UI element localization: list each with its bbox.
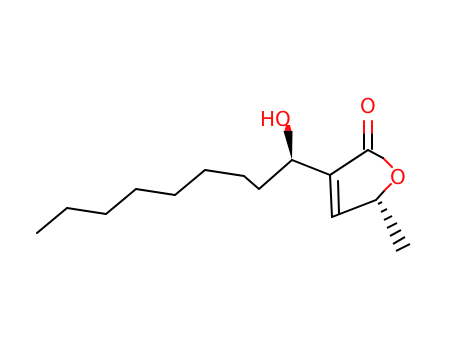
bond-c8-carbinol bbox=[258, 159, 293, 190]
wedge-bond-hydroxyl-tip bbox=[284, 125, 292, 131]
hash-6 bbox=[392, 236, 406, 245]
furanone-ring bbox=[329, 149, 393, 218]
ring-oxygen-label: O bbox=[390, 165, 406, 189]
hydroxyl-label: HO bbox=[260, 107, 291, 131]
bond-c5-o1 bbox=[375, 189, 386, 201]
carbonyl-oxygen-label: O bbox=[360, 94, 376, 118]
bond-c1-c2 bbox=[36, 207, 68, 234]
bond-c3-c4 bbox=[105, 188, 137, 215]
hash-4 bbox=[386, 222, 398, 229]
bond-c5-o1-red bbox=[384, 183, 392, 191]
bond-o1-c2 bbox=[367, 149, 384, 159]
bond-c4-c5 bbox=[135, 188, 176, 196]
hashed-bond-methyl bbox=[377, 201, 411, 252]
hash-7 bbox=[395, 243, 411, 252]
hash-5 bbox=[389, 229, 402, 237]
bond-c6-c7 bbox=[204, 169, 245, 177]
hash-1 bbox=[377, 201, 383, 205]
bond-c7-c8 bbox=[243, 175, 260, 190]
alkyl-chain bbox=[36, 159, 293, 234]
hash-2 bbox=[380, 208, 388, 213]
bond-o1-c2-red bbox=[382, 157, 393, 168]
bond-c3-c4 bbox=[329, 174, 333, 218]
bond-c5-c6 bbox=[174, 169, 206, 196]
wedge-bond-hydroxyl bbox=[283, 131, 293, 160]
bond-c3-c4-double bbox=[337, 180, 340, 214]
bond-c3-c2 bbox=[329, 149, 369, 176]
bond-c2-c3 bbox=[66, 207, 107, 215]
hash-3 bbox=[383, 215, 393, 221]
bond-carbinol-c3ring bbox=[291, 159, 331, 176]
bond-c4-c5 bbox=[331, 199, 377, 218]
